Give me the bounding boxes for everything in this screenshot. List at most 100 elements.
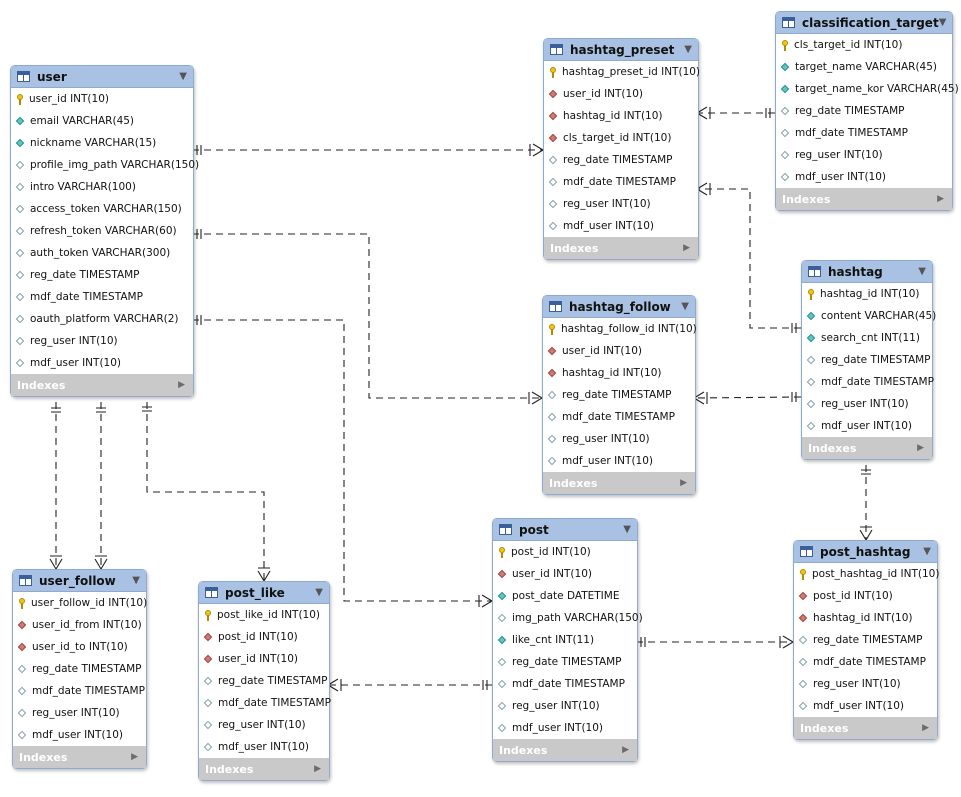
table-hashtag-follow[interactable]: hashtag_follow▼hashtag_follow_id INT(10)… [542,295,697,495]
column-row[interactable]: cls_target_id INT(10) [544,127,698,149]
table-menu-icon[interactable]: ▼ [684,44,692,55]
column-row[interactable]: access_token VARCHAR(150) [11,198,193,220]
indexes-section[interactable]: Indexes▶ [543,472,695,494]
table-hashtag-preset[interactable]: hashtag_preset▼hashtag_preset_id INT(10)… [543,38,700,260]
column-row[interactable]: hashtag_id INT(10) [802,283,932,305]
table-classification-target[interactable]: classification_target▼cls_target_id INT(… [775,11,959,211]
column-row[interactable]: user_id_to INT(10) [13,636,146,658]
column-row[interactable]: mdf_user INT(10) [13,724,146,746]
table-menu-icon[interactable]: ▼ [938,17,947,28]
table-post-hashtag[interactable]: post_hashtag▼post_hashtag_id INT(10)post… [793,540,939,740]
column-row[interactable]: mdf_date TIMESTAMP [802,371,934,393]
indexes-section[interactable]: Indexes▶ [13,746,146,768]
indexes-section[interactable]: Indexes▶ [199,758,329,780]
indexes-section[interactable]: Indexes▶ [544,237,698,259]
column-row[interactable]: reg_user INT(10) [802,393,932,415]
table-menu-icon[interactable]: ▼ [681,301,689,312]
column-row[interactable]: hashtag_preset_id INT(10) [544,61,700,83]
column-row[interactable]: post_id INT(10) [199,626,329,648]
column-row[interactable]: mdf_date TIMESTAMP [543,406,695,428]
column-row[interactable]: post_hashtag_id INT(10) [794,563,939,585]
column-row[interactable]: refresh_token VARCHAR(60) [11,220,193,242]
column-row[interactable]: reg_user INT(10) [11,330,193,352]
table-menu-icon[interactable]: ▼ [132,575,140,586]
table-menu-icon[interactable]: ▼ [923,546,931,557]
column-row[interactable]: reg_date TIMESTAMP [802,349,932,371]
column-row[interactable]: email VARCHAR(45) [11,110,193,132]
column-row[interactable]: mdf_user INT(10) [544,215,698,237]
table-menu-icon[interactable]: ▼ [315,587,323,598]
column-row[interactable]: mdf_user INT(10) [543,450,695,472]
column-row[interactable]: cls_target_id INT(10) [776,34,952,56]
column-row[interactable]: img_path VARCHAR(150) [493,607,643,629]
column-row[interactable]: reg_user INT(10) [543,428,695,450]
column-row[interactable]: post_id INT(10) [493,541,637,563]
column-row[interactable]: mdf_date TIMESTAMP [544,171,698,193]
expand-arrow-icon[interactable]: ▶ [314,764,321,774]
column-row[interactable]: reg_date TIMESTAMP [794,629,937,651]
column-row[interactable]: user_id INT(10) [543,340,695,362]
expand-arrow-icon[interactable]: ▶ [922,723,929,733]
expand-arrow-icon[interactable]: ▶ [937,194,944,204]
column-row[interactable]: post_like_id INT(10) [199,604,329,626]
column-row[interactable]: mdf_date TIMESTAMP [199,692,331,714]
table-post[interactable]: post▼post_id INT(10)user_id INT(10)post_… [492,518,643,762]
column-row[interactable]: nickname VARCHAR(15) [11,132,193,154]
indexes-section[interactable]: Indexes▶ [11,374,193,396]
expand-arrow-icon[interactable]: ▶ [178,380,185,390]
column-row[interactable]: hashtag_id INT(10) [544,105,698,127]
column-row[interactable]: hashtag_id INT(10) [543,362,695,384]
column-row[interactable]: mdf_date TIMESTAMP [11,286,193,308]
table-header[interactable]: hashtag▼ [802,261,932,283]
expand-arrow-icon[interactable]: ▶ [131,752,138,762]
column-row[interactable]: post_id INT(10) [794,585,937,607]
column-row[interactable]: mdf_date TIMESTAMP [493,673,637,695]
indexes-section[interactable]: Indexes▶ [776,188,952,210]
column-row[interactable]: mdf_user INT(10) [493,717,637,739]
table-menu-icon[interactable]: ▼ [918,266,926,277]
table-header[interactable]: hashtag_preset▼ [544,39,698,61]
column-row[interactable]: mdf_user INT(10) [11,352,193,374]
column-row[interactable]: reg_date TIMESTAMP [13,658,146,680]
column-row[interactable]: user_id INT(10) [11,88,193,110]
column-row[interactable]: reg_date TIMESTAMP [776,100,952,122]
column-row[interactable]: reg_date TIMESTAMP [493,651,637,673]
indexes-section[interactable]: Indexes▶ [493,739,637,761]
column-row[interactable]: user_id_from INT(10) [13,614,146,636]
column-row[interactable]: reg_user INT(10) [544,193,698,215]
column-row[interactable]: profile_img_path VARCHAR(150) [11,154,199,176]
expand-arrow-icon[interactable]: ▶ [917,443,924,453]
column-row[interactable]: content VARCHAR(45) [802,305,936,327]
table-menu-icon[interactable]: ▼ [623,524,631,535]
column-row[interactable]: mdf_user INT(10) [199,736,329,758]
column-row[interactable]: intro VARCHAR(100) [11,176,193,198]
table-header[interactable]: post_like▼ [199,582,329,604]
table-header[interactable]: hashtag_follow▼ [543,296,695,318]
table-post-like[interactable]: post_like▼post_like_id INT(10)post_id IN… [198,581,331,781]
table-menu-icon[interactable]: ▼ [179,71,187,82]
column-row[interactable]: hashtag_id INT(10) [794,607,937,629]
column-row[interactable]: post_date DATETIME [493,585,637,607]
column-row[interactable]: user_id INT(10) [493,563,637,585]
column-row[interactable]: reg_user INT(10) [493,695,637,717]
column-row[interactable]: mdf_user INT(10) [776,166,952,188]
column-row[interactable]: user_id INT(10) [544,83,698,105]
column-row[interactable]: auth_token VARCHAR(300) [11,242,193,264]
expand-arrow-icon[interactable]: ▶ [680,478,687,488]
column-row[interactable]: mdf_date TIMESTAMP [776,122,952,144]
table-header[interactable]: user▼ [11,66,193,88]
column-row[interactable]: user_id INT(10) [199,648,329,670]
column-row[interactable]: reg_date TIMESTAMP [199,670,329,692]
column-row[interactable]: reg_user INT(10) [199,714,329,736]
column-row[interactable]: reg_date TIMESTAMP [543,384,695,406]
column-row[interactable]: target_name VARCHAR(45) [776,56,952,78]
column-row[interactable]: mdf_user INT(10) [802,415,932,437]
expand-arrow-icon[interactable]: ▶ [683,243,690,253]
expand-arrow-icon[interactable]: ▶ [622,745,629,755]
indexes-section[interactable]: Indexes▶ [802,437,932,459]
column-row[interactable]: like_cnt INT(11) [493,629,637,651]
column-row[interactable]: user_follow_id INT(10) [13,592,147,614]
table-hashtag[interactable]: hashtag▼hashtag_id INT(10)content VARCHA… [801,260,936,460]
column-row[interactable]: reg_user INT(10) [794,673,937,695]
column-row[interactable]: reg_date TIMESTAMP [544,149,698,171]
